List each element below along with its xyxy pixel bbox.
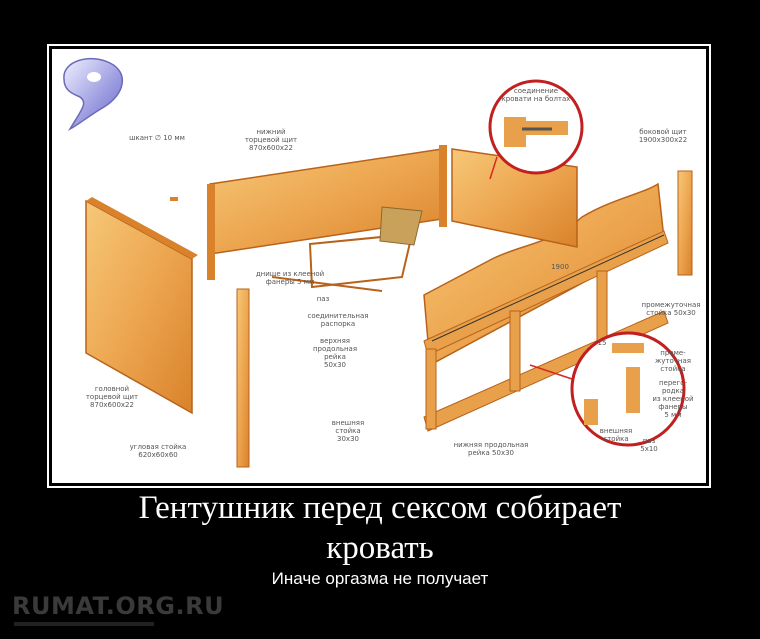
label-side-panel: боковой щит 1900x300x22 — [638, 128, 688, 144]
label-inset-groove: паз 5x10 — [640, 437, 658, 453]
label-groove: паз — [316, 295, 330, 303]
dowel — [170, 197, 178, 201]
gentoo-logo-icon — [63, 57, 124, 131]
label-upper-rail: верхняя продольная рейка 50x30 — [312, 337, 358, 369]
label-corner-post: угловая стойка 620x60x60 — [129, 443, 187, 459]
outer-post — [677, 170, 693, 276]
label-lower-rail: нижняя продольная рейка 50x30 — [453, 441, 529, 457]
watermark: RUMAT.ORG.RU — [12, 592, 225, 620]
poster-title-line1: Гентушник перед сексом собирает — [138, 490, 622, 526]
bed-assembly-diagram: шкант ∅ 10 мм нижний торцевой щит 870x60… — [52, 49, 706, 483]
label-intermediate-post: промежуточная стойка 50x30 — [641, 301, 701, 317]
diagram-drawing — [63, 57, 693, 468]
label-dowel: шкант ∅ 10 мм — [129, 134, 185, 142]
label-outer-post: внешняя стойка 30x30 — [331, 419, 365, 443]
label-connecting-strut: соединительная распорка — [307, 312, 369, 328]
poster-subtitle: Иначе оргазма не получает — [271, 569, 489, 588]
label-bolt-joint: соединение кровати на болтах — [501, 87, 571, 103]
label-plywood-bottom: днище из клееной фанеры 5 мм — [255, 270, 325, 286]
label-bottom-end-panel: нижний торцевой щит 870x600x22 — [244, 128, 298, 152]
label-inset-partition: перего- родка из клееной фанеры 5 мм — [652, 379, 694, 419]
watermark-underline — [14, 622, 154, 626]
poster-frame: шкант ∅ 10 мм нижний торцевой щит 870x60… — [47, 44, 711, 488]
label-inset-outer-post: внешняя стойка — [599, 427, 633, 443]
label-inset-intermediate-post: проме- жуточная стойка — [654, 349, 692, 373]
corner-post — [236, 288, 250, 468]
label-length: 1900 — [551, 263, 569, 271]
label-dim-15: 15 — [597, 339, 607, 347]
head-end-panel — [85, 199, 193, 415]
poster-title-line2: кровать — [326, 530, 434, 566]
bolt-joint-inset — [488, 79, 584, 175]
corner-joint-inset — [570, 331, 686, 447]
label-head-end-panel: головной торцевой щит 870x600x22 — [85, 385, 139, 409]
